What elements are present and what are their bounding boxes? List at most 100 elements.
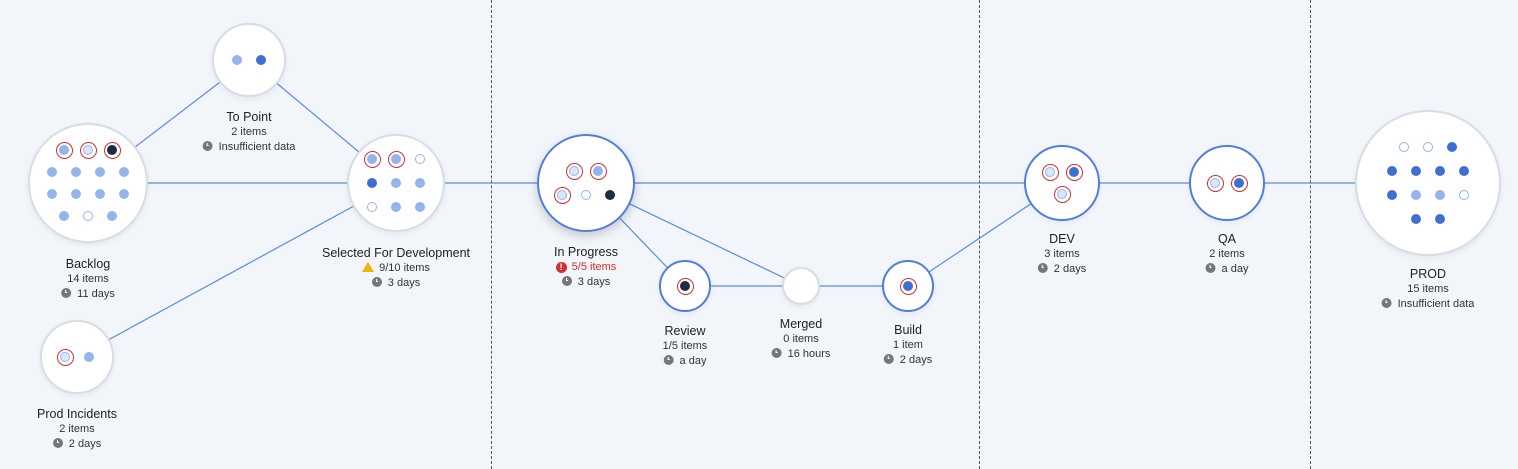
item-dot-core [556, 189, 567, 200]
item-dot[interactable] [1435, 166, 1445, 176]
item-dot[interactable] [119, 167, 129, 177]
item-dot-core [1056, 188, 1067, 199]
item-dot[interactable] [391, 202, 401, 212]
item-dot[interactable] [83, 211, 93, 221]
clock-icon [52, 438, 63, 448]
stage-item-count-text: 15 items [1407, 283, 1449, 295]
item-dot[interactable] [95, 189, 105, 199]
clock-icon [663, 355, 674, 365]
item-dot[interactable] [95, 167, 105, 177]
item-dot[interactable] [391, 178, 401, 188]
stage-node-merged[interactable] [782, 267, 820, 305]
stage-name: Selected For Development [322, 246, 470, 260]
item-dot[interactable] [47, 189, 57, 199]
item-dot[interactable] [47, 167, 57, 177]
stage-cycle-time-text: 2 days [1053, 263, 1087, 275]
item-dot-core [366, 153, 377, 164]
stage-name: In Progress [554, 245, 618, 259]
item-dot[interactable] [367, 202, 377, 212]
flagged-item-dot[interactable] [1230, 174, 1248, 192]
stage-item-count: 3 items [1038, 247, 1086, 262]
stage-node-prod-incidents[interactable] [40, 320, 114, 394]
stage-item-count: 2 items [203, 125, 296, 140]
item-dot[interactable] [256, 55, 266, 65]
stage-name: PROD [1409, 267, 1447, 281]
flagged-item-dot[interactable] [553, 186, 571, 204]
item-dot[interactable] [107, 211, 117, 221]
stage-node-qa[interactable] [1189, 145, 1265, 221]
flagged-item-dot[interactable] [1206, 174, 1224, 192]
item-dot[interactable] [71, 189, 81, 199]
stage-item-count: 1 item [884, 338, 932, 353]
item-dot[interactable] [367, 178, 377, 188]
item-dot[interactable] [59, 211, 69, 221]
flagged-item-dot[interactable] [1065, 163, 1083, 181]
flagged-item-dot[interactable] [899, 277, 917, 295]
item-dot[interactable] [232, 55, 242, 65]
item-dot[interactable] [1387, 166, 1397, 176]
stage-name: DEV [1049, 232, 1075, 246]
stage-item-count-text: 9/10 items [379, 262, 430, 274]
clock-icon [1037, 263, 1048, 273]
item-dot[interactable] [1435, 190, 1445, 200]
flagged-item-dot[interactable] [55, 141, 73, 159]
stage-cycle-time-text: a day [1221, 263, 1249, 275]
flagged-item-dot[interactable] [589, 162, 607, 180]
item-dot[interactable] [581, 190, 591, 200]
flagged-item-dot[interactable] [387, 150, 405, 168]
stage-cycle-time-text: 2 days [68, 438, 102, 450]
item-dot[interactable] [1411, 214, 1421, 224]
item-dot[interactable] [415, 178, 425, 188]
flagged-item-dot[interactable] [56, 348, 74, 366]
flagged-item-dot[interactable] [565, 162, 583, 180]
stage-node-dev[interactable] [1024, 145, 1100, 221]
item-dot[interactable] [1423, 142, 1433, 152]
item-dot[interactable] [1399, 142, 1409, 152]
stage-divider [491, 0, 492, 469]
item-dot[interactable] [1411, 166, 1421, 176]
stage-label-dev: DEV 3 items 2 days [1037, 231, 1087, 277]
item-dot[interactable] [1435, 214, 1445, 224]
flagged-item-dot[interactable] [103, 141, 121, 159]
stage-divider [979, 0, 980, 469]
item-dot[interactable] [415, 154, 425, 164]
stage-name: To Point [226, 110, 272, 124]
stage-node-backlog[interactable] [28, 123, 148, 243]
stage-cycle-time-text: Insufficient data [218, 141, 296, 153]
stage-cycle-time: a day [1205, 262, 1249, 277]
item-dot[interactable] [1411, 190, 1421, 200]
stage-node-to-point[interactable] [212, 23, 286, 97]
stage-item-count-text: 3 items [1044, 248, 1080, 260]
stage-cycle-time: 2 days [1037, 262, 1087, 277]
item-dot[interactable] [415, 202, 425, 212]
stage-name: Prod Incidents [37, 407, 117, 421]
stage-cycle-time: 2 days [883, 353, 932, 368]
item-dot[interactable] [1447, 142, 1457, 152]
stage-node-in-progress[interactable] [537, 134, 635, 232]
stage-divider [1310, 0, 1311, 469]
stage-item-count: 9/10 items [322, 261, 470, 276]
clock-icon [1205, 263, 1216, 273]
item-dot-core [902, 280, 913, 291]
item-dot[interactable] [605, 190, 615, 200]
flagged-item-dot[interactable] [363, 150, 381, 168]
stage-item-count: 2 items [37, 422, 117, 437]
flagged-item-dot[interactable] [1053, 185, 1071, 203]
flagged-item-dot[interactable] [79, 141, 97, 159]
stage-cycle-time-text: Insufficient data [1397, 298, 1475, 310]
item-dot[interactable] [71, 167, 81, 177]
item-dot[interactable] [1459, 166, 1469, 176]
flagged-item-dot[interactable] [1041, 163, 1059, 181]
stage-cycle-time: Insufficient data [202, 140, 296, 155]
flagged-item-dot[interactable] [676, 277, 694, 295]
item-dot[interactable] [1387, 190, 1397, 200]
edge-prod-incidents-to-selected-for-development [76, 182, 397, 358]
stage-item-count-text: 14 items [67, 273, 109, 285]
stage-item-count: 0 items [772, 332, 831, 347]
item-dot[interactable] [84, 352, 94, 362]
stage-node-prod[interactable] [1355, 110, 1501, 256]
item-dot[interactable] [1459, 190, 1469, 200]
item-dot[interactable] [119, 189, 129, 199]
